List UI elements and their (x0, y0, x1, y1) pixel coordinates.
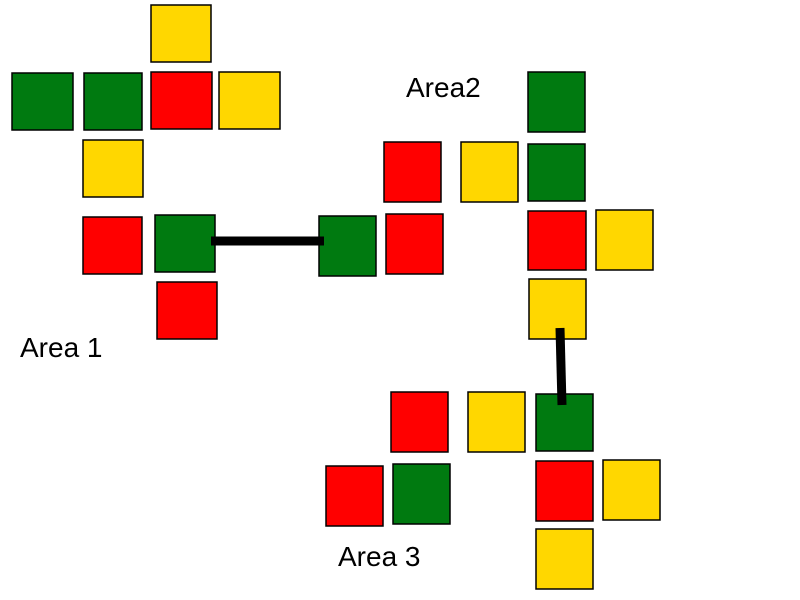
square-yellow (602, 459, 661, 521)
square-yellow (150, 4, 212, 63)
square-yellow (82, 139, 144, 198)
square-red (527, 210, 587, 271)
area-3-label: Area 3 (338, 541, 421, 572)
area-1-label: Area 1 (20, 332, 103, 363)
square-green (154, 214, 216, 273)
square-yellow (595, 209, 654, 271)
connector-line (555, 327, 567, 406)
square-red (325, 465, 384, 527)
square-yellow (467, 391, 526, 453)
square-green (83, 72, 143, 131)
area-2-label: Area2 (406, 72, 481, 103)
square-red (156, 281, 218, 340)
square-red (150, 71, 213, 130)
square-yellow (535, 528, 594, 590)
square-red (82, 216, 143, 275)
square-red (535, 460, 594, 522)
square-red (385, 213, 444, 275)
square-green (527, 143, 586, 202)
square-green (11, 72, 74, 131)
square-green (535, 393, 594, 452)
square-red (390, 391, 449, 453)
square-yellow (218, 71, 281, 130)
square-yellow (460, 141, 519, 203)
area-3-squares (325, 391, 661, 590)
square-red (383, 141, 442, 203)
square-green (392, 463, 451, 525)
area-2-squares (318, 71, 654, 340)
square-green (527, 71, 586, 133)
area-1-squares (11, 4, 281, 340)
square-green (318, 215, 377, 277)
